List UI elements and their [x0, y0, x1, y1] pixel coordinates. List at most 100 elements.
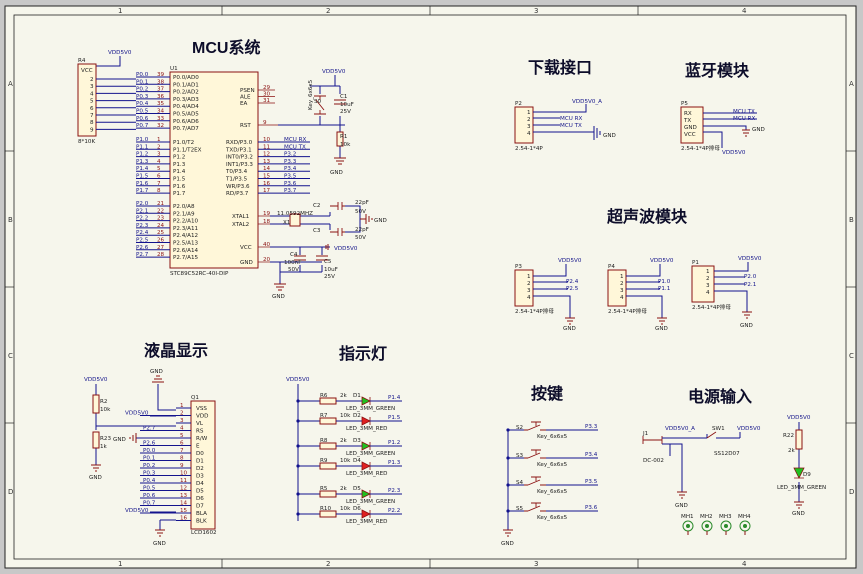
u1-pin-10: RXD/P3.0 [226, 140, 253, 146]
zone-col-bottom-1: 1 [118, 560, 122, 568]
u1-pin-7: P1.6 [173, 184, 186, 190]
u1-pin-15: T1/P3.5 [225, 177, 248, 183]
lcd-pinnum-16: 16 [180, 516, 188, 522]
u1-pin-39: P0.0/AD0 [173, 75, 199, 81]
zone-row-right-C: C [849, 352, 854, 360]
c5-v: 25V [324, 274, 335, 280]
r1-ref: R1 [340, 134, 348, 140]
lcd-pin-d2: D2 [196, 466, 204, 472]
p3-pin-1: 1 [527, 274, 531, 280]
lcd-pin-d3: D3 [196, 474, 204, 480]
u1-pinnum-18: 18 [263, 219, 271, 225]
u1-pinnum-1: 1 [157, 137, 161, 143]
p4-pin-4: 4 [620, 295, 624, 301]
u1-net-p2-6: P2.6 [136, 245, 149, 251]
p1-pin-4: 4 [706, 290, 710, 296]
sheet-outer-border [4, 5, 857, 569]
u1-pin-22: P2.1/A9 [173, 211, 195, 217]
u1-pinnum-39: 39 [157, 72, 165, 78]
led-ref-d2: D2 [353, 413, 361, 419]
lcd-net-14: P0.7 [143, 501, 156, 507]
p2-gnd-label: GND [603, 133, 616, 139]
crystal-ref: X1 [283, 220, 291, 226]
key-switch-s5 [524, 502, 546, 512]
key-switch-s3 [524, 449, 546, 459]
p5-ref: P5 [681, 101, 688, 107]
u1-pinnum-14: 14 [263, 166, 271, 172]
u1-pin-24: P2.3/A11 [173, 226, 199, 232]
u1-pinnum-2: 2 [157, 144, 161, 150]
pwr-net-b: VDD5V0 [737, 426, 761, 432]
r1-value: 10k [340, 142, 351, 148]
u1-pin-rst: RST [240, 123, 251, 129]
u1-pin-13: INT1/P3.3 [226, 162, 253, 168]
p4-pin-1: 1 [620, 274, 624, 280]
u1-net-p1-2: P1.2 [136, 152, 148, 158]
u1-pin-4: P1.3 [173, 162, 186, 168]
p3-net-2: P2.5 [566, 286, 579, 292]
u1-pinnum-31: 31 [263, 98, 271, 104]
u1-net-p2-5: P2.5 [136, 238, 149, 244]
p1-ref: P1 [692, 260, 699, 266]
p5-net-tx: MCU TX [733, 109, 755, 115]
u1-pin-5: P1.4 [173, 169, 186, 175]
lcd-net-11: P0.4 [143, 478, 156, 484]
mh-label-mh3: MH3 [719, 514, 732, 520]
u1-pin-34: P0.5/AD5 [173, 112, 199, 118]
u1-pinnum-22: 22 [157, 208, 164, 214]
p3-net-1: P2.4 [566, 279, 579, 285]
led-part-d4: LED_3MM_RED [346, 471, 388, 477]
u1-net-p1-7: P1.7 [136, 188, 149, 194]
u1-pin-vcc: VCC [240, 245, 252, 251]
u1-pinnum-5: 5 [157, 166, 161, 172]
u1-pin-25: P2.4/A12 [173, 233, 198, 239]
led-res-ref-r6: R6 [320, 393, 328, 399]
r4-pin-4: 4 [90, 91, 94, 97]
key-part-s3: Key_6x6x5 [537, 462, 568, 468]
u1-net-p1-4: P1.4 [136, 166, 149, 172]
r4-pin-2: 2 [90, 77, 94, 83]
u1-pinnum-40: 40 [263, 242, 271, 248]
u1-pinnum-32: 32 [157, 123, 164, 129]
sw1-ref: SW1 [712, 426, 725, 432]
led-ref-d1: D1 [353, 393, 361, 399]
key-ref-s3: S3 [516, 453, 524, 459]
led-part-d2: LED_3MM_RED [346, 426, 388, 432]
lcd-net-7: P0.0 [143, 448, 156, 454]
d9-ref: D9 [803, 472, 811, 478]
lcd-pin-rs: RS [196, 429, 204, 435]
c2-v: 50V [355, 209, 366, 215]
u1-pin-3: P1.2 [173, 155, 185, 161]
p3-connector [514, 269, 534, 307]
lcd-gnd-bottom: GND [153, 541, 166, 547]
lcd-ref: Q1 [191, 395, 199, 401]
u1-pinnum-13: 13 [263, 159, 271, 165]
r4-pin-8: 8 [90, 120, 94, 126]
u1-pin-12: INT0/P3.2 [226, 155, 253, 161]
zone-col-bottom-2: 2 [326, 560, 330, 568]
p2-net-tx: MCU TX [560, 123, 582, 129]
led-res-ref-r7: R7 [320, 413, 328, 419]
power-input-block: J1 DC-002 VDD5V0_A SW1 SS12D07 VDD5V0 GN… [642, 415, 826, 535]
u1-net-p3-5: P3.5 [284, 174, 297, 180]
lcd-net-4: P2.7 [143, 426, 156, 432]
zone-row-right-A: A [849, 80, 854, 88]
r4-pin-7: 7 [90, 113, 94, 119]
p5-pin-rx: RX [684, 111, 692, 117]
key-part-s4: Key_6x6x5 [537, 489, 568, 495]
pwrled-gnd-label: GND [792, 511, 805, 517]
crystal-gnd-label: GND [374, 218, 387, 224]
p5-net-rx: MCU RX [733, 116, 755, 122]
lcd-pinnum-6: 6 [180, 441, 184, 447]
u1-pin-14: T0/P3.4 [225, 169, 248, 175]
r2-ref: R2 [100, 399, 107, 405]
led-ref-d6: D6 [353, 506, 361, 512]
c3-v: 50V [355, 235, 366, 241]
u1-pinnum-8: 8 [157, 188, 161, 194]
u1-pinnum-20: 20 [263, 257, 271, 263]
p4-connector [607, 269, 627, 307]
lcd-net-13: P0.6 [143, 493, 156, 499]
led-net-d5: P2.3 [388, 488, 401, 494]
r22-value: 2k [788, 448, 796, 454]
